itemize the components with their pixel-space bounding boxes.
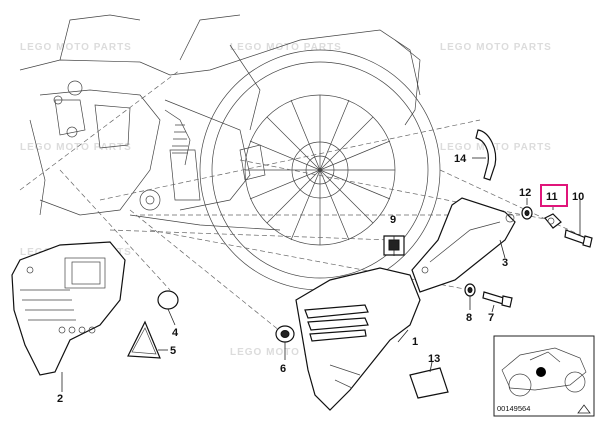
callout-4: 4 xyxy=(172,327,179,339)
callout-2: 2 xyxy=(57,393,63,405)
callout-7: 7 xyxy=(488,312,494,324)
hardware-lower xyxy=(464,283,513,308)
part-11-spacer xyxy=(544,213,562,229)
part-13-adhesive-pad xyxy=(409,367,449,399)
part-14-hose xyxy=(475,129,497,181)
callout-labels: 2 4 5 6 1 3 9 8 7 14 12 11 10 13 xyxy=(57,153,584,405)
callout-8: 8 xyxy=(466,312,472,324)
callout-12: 12 xyxy=(519,187,531,199)
inset-locator: 00149564 xyxy=(493,335,595,417)
callout-14: 14 xyxy=(454,153,467,165)
part-6-grommet xyxy=(275,325,295,343)
watermark-text: LEGO MOTO PARTS xyxy=(230,347,342,358)
part-10-bolt xyxy=(564,229,587,245)
callout-10: 10 xyxy=(572,191,584,203)
watermark-text: LEGO MOTO PARTS xyxy=(20,42,132,53)
part-2-side-cover xyxy=(11,241,126,376)
callout-6: 6 xyxy=(280,363,286,375)
watermark-text: LEGO MOTO PARTS xyxy=(230,42,342,53)
callout-3: 3 xyxy=(502,257,508,269)
callout-13: 13 xyxy=(428,353,440,365)
part-1-main-cover xyxy=(295,267,421,411)
leader-lines xyxy=(61,157,581,392)
part-7-bolt xyxy=(482,291,505,305)
watermark-text: LEGO MOTO PARTS xyxy=(440,42,552,53)
callout-9: 9 xyxy=(390,214,396,226)
location-dot xyxy=(536,367,546,377)
part-3-side-bracket xyxy=(411,197,516,293)
diagram-code: 00149564 xyxy=(497,404,530,413)
callout-1: 1 xyxy=(412,336,418,348)
warning-triangle-icon xyxy=(577,404,591,414)
watermark-text: LEGO MOTO PARTS xyxy=(440,142,552,153)
part-5-triangle-seal xyxy=(127,320,161,359)
hardware-upper xyxy=(521,206,593,248)
part-4-rubber-plug xyxy=(157,290,179,310)
callout-5: 5 xyxy=(170,345,176,357)
callout-11: 11 xyxy=(546,191,558,203)
callout-11-highlight xyxy=(540,184,568,207)
watermark-text: LEGO MOTO PARTS xyxy=(20,142,132,153)
